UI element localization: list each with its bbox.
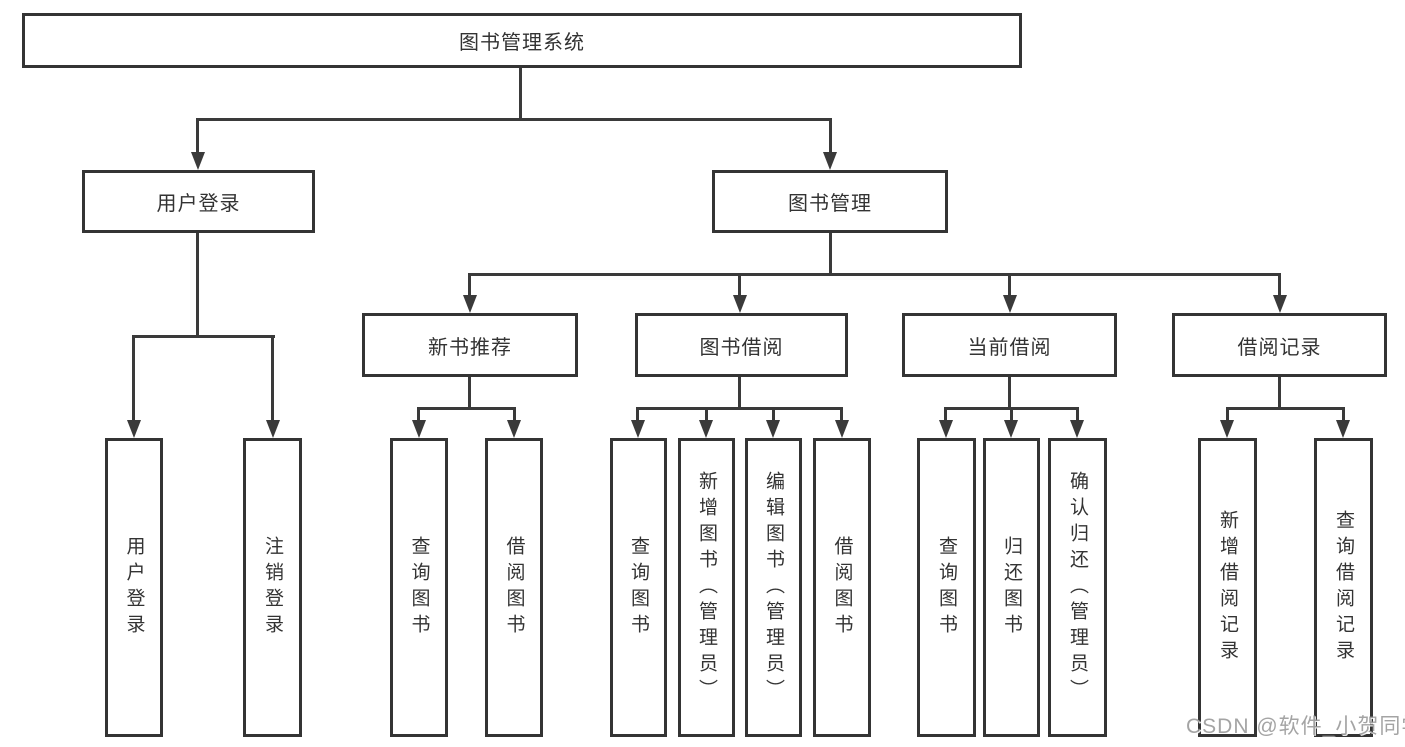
v-line — [417, 407, 420, 420]
h-line — [417, 407, 516, 410]
leaf-query-books-current: 查询图书 — [917, 438, 976, 737]
leaf-edit-books-admin: 编辑图书（管理员） — [745, 438, 802, 737]
arrow-down-icon — [631, 420, 645, 438]
v-line — [271, 335, 274, 420]
v-line — [1342, 407, 1345, 420]
leaf-user-login: 用户登录 — [105, 438, 163, 737]
arrow-down-icon — [463, 295, 477, 313]
leaf-query-books-recommend: 查询图书 — [390, 438, 448, 737]
v-line — [829, 233, 832, 273]
arrow-down-icon — [835, 420, 849, 438]
node-root-system: 图书管理系统 — [22, 13, 1022, 68]
leaf-logout: 注销登录 — [243, 438, 302, 737]
leaf-add-borrow-record: 新增借阅记录 — [1198, 438, 1257, 737]
h-line — [468, 273, 1281, 276]
arrow-down-icon — [939, 420, 953, 438]
h-line — [132, 335, 275, 338]
v-line — [705, 407, 708, 420]
arrow-down-icon — [191, 152, 205, 170]
v-line — [840, 407, 843, 420]
arrow-down-icon — [1273, 295, 1287, 313]
node-borrow-records: 借阅记录 — [1172, 313, 1387, 377]
v-line — [772, 407, 775, 420]
v-line — [1278, 273, 1281, 295]
leaf-label: 借阅图书 — [503, 535, 525, 640]
v-line — [1226, 407, 1229, 420]
node-book-management: 图书管理 — [712, 170, 948, 233]
v-line — [468, 377, 471, 407]
leaf-return-books: 归还图书 — [983, 438, 1040, 737]
arrow-down-icon — [1336, 420, 1350, 438]
h-line — [1226, 407, 1344, 410]
leaf-add-books-admin: 新增图书（管理员） — [678, 438, 735, 737]
v-line — [196, 118, 199, 154]
leaf-label: 新增借阅记录 — [1217, 509, 1238, 666]
h-line — [636, 407, 843, 410]
v-line — [1010, 407, 1013, 420]
v-line — [132, 335, 135, 420]
leaf-label: 确认归还（管理员） — [1067, 470, 1088, 705]
v-line — [519, 68, 522, 118]
v-line — [738, 377, 741, 407]
leaf-confirm-return-admin: 确认归还（管理员） — [1048, 438, 1107, 737]
leaf-label: 查询图书 — [408, 535, 430, 640]
arrow-down-icon — [699, 420, 713, 438]
v-line — [1008, 377, 1011, 407]
arrow-down-icon — [507, 420, 521, 438]
v-line — [944, 407, 947, 420]
v-line — [468, 273, 471, 295]
node-current-borrow: 当前借阅 — [902, 313, 1117, 377]
arrow-down-icon — [412, 420, 426, 438]
arrow-down-icon — [266, 420, 280, 438]
leaf-label: 编辑图书（管理员） — [763, 470, 784, 705]
leaf-query-books-borrow: 查询图书 — [610, 438, 667, 737]
leaf-label: 归还图书 — [1001, 535, 1022, 640]
node-book-borrow: 图书借阅 — [635, 313, 848, 377]
arrow-down-icon — [1220, 420, 1234, 438]
node-new-book-recommend: 新书推荐 — [362, 313, 578, 377]
v-line — [1278, 377, 1281, 407]
arrow-down-icon — [823, 152, 837, 170]
leaf-label: 新增图书（管理员） — [696, 470, 717, 705]
arrow-down-icon — [766, 420, 780, 438]
v-line — [1008, 273, 1011, 295]
node-user-login: 用户登录 — [82, 170, 315, 233]
csdn-watermark: CSDN @软件_小贺同学 — [1186, 715, 1405, 738]
arrow-down-icon — [1004, 420, 1018, 438]
leaf-label: 查询图书 — [936, 535, 957, 640]
arrow-down-icon — [1070, 420, 1084, 438]
v-line — [513, 407, 516, 420]
arrow-down-icon — [1003, 295, 1017, 313]
leaf-label: 注销登录 — [262, 535, 283, 640]
h-line — [196, 118, 832, 121]
v-line — [196, 233, 199, 335]
leaf-label: 用户登录 — [123, 535, 145, 640]
leaf-borrow-books: 借阅图书 — [813, 438, 871, 737]
leaf-borrow-books-recommend: 借阅图书 — [485, 438, 543, 737]
leaf-query-borrow-record: 查询借阅记录 — [1314, 438, 1373, 737]
leaf-label: 查询图书 — [628, 535, 649, 640]
leaf-label: 借阅图书 — [831, 535, 853, 640]
v-line — [636, 407, 639, 420]
v-line — [738, 273, 741, 295]
v-line — [829, 118, 832, 154]
leaf-label: 查询借阅记录 — [1333, 509, 1354, 666]
v-line — [1076, 407, 1079, 420]
arrow-down-icon — [127, 420, 141, 438]
arrow-down-icon — [733, 295, 747, 313]
